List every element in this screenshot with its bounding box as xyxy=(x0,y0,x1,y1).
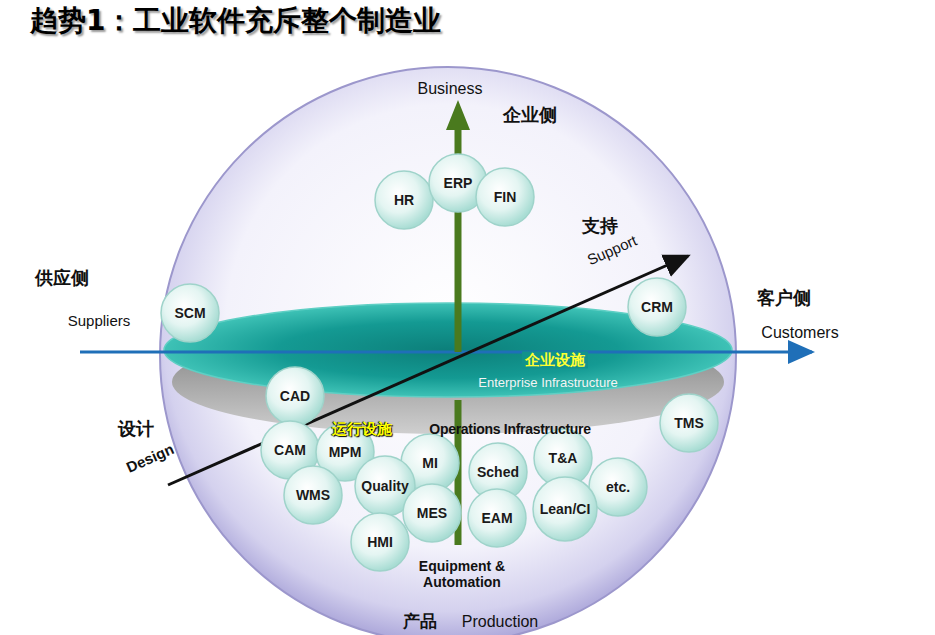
software-bubble: Lean/CI xyxy=(532,476,598,542)
production-label: Production xyxy=(462,613,539,631)
bubble-label: ERP xyxy=(444,175,473,191)
side-label: 支持 xyxy=(582,216,618,237)
software-bubble: TMS xyxy=(659,393,719,453)
software-bubble: CAD xyxy=(265,366,325,426)
production-label: 产品 xyxy=(403,612,437,632)
infrastructure-label: 运行设施 xyxy=(332,420,392,437)
bubble-label: EAM xyxy=(481,510,512,526)
side-label: 企业侧 xyxy=(503,105,557,126)
bubble-circle xyxy=(533,477,597,541)
bubble-label: FIN xyxy=(494,189,517,205)
bubble-label: WMS xyxy=(296,487,330,503)
software-bubble: EAM xyxy=(467,488,527,548)
side-label: 客户侧 xyxy=(757,288,811,309)
bubble-label: MES xyxy=(417,505,447,521)
bubble-label: TMS xyxy=(674,415,704,431)
bubble-circle xyxy=(468,489,526,547)
diagram-title: 趋势1：工业软件充斥整个制造业 xyxy=(30,2,441,40)
bubble-label: CAM xyxy=(274,442,306,458)
bubble-label: HMI xyxy=(367,534,393,550)
bubble-circle xyxy=(351,513,409,571)
software-bubble: CRM xyxy=(627,277,687,337)
disc-subtitle: Enterprise Infrastructure xyxy=(478,376,617,391)
bubble-circle xyxy=(161,284,219,342)
bubble-circle xyxy=(266,367,324,425)
business-arrowhead xyxy=(446,100,470,130)
bubble-label: etc. xyxy=(606,479,630,495)
bubble-label: Sched xyxy=(477,464,519,480)
software-bubble: MES xyxy=(402,483,462,543)
axis-label: Design xyxy=(124,440,177,476)
bubble-circle xyxy=(284,466,342,524)
supply-axis xyxy=(80,351,812,354)
axis-label: Suppliers xyxy=(68,312,131,329)
bubble-label: Quality xyxy=(361,478,408,494)
bubble-label: SCM xyxy=(174,305,205,321)
software-bubble: WMS xyxy=(283,465,343,525)
bubble-circle xyxy=(403,484,461,542)
side-label: 供应侧 xyxy=(35,268,89,289)
bubble-label: MPM xyxy=(329,444,362,460)
software-bubble: HMI xyxy=(350,512,410,572)
bubble-circle xyxy=(628,278,686,336)
bubble-circle xyxy=(375,171,433,229)
bubble-label: CAD xyxy=(280,388,310,404)
disc-title: 企业设施 xyxy=(522,351,588,368)
software-bubble: SCM xyxy=(160,283,220,343)
bubble-label: Lean/CI xyxy=(540,501,591,517)
side-label: 设计 xyxy=(118,419,154,440)
bubble-label: T&A xyxy=(549,450,578,466)
software-bubble: HR xyxy=(374,170,434,230)
axis-label: Customers xyxy=(761,324,838,342)
equipment-label: Equipment & Automation xyxy=(402,558,522,590)
software-bubble: FIN xyxy=(475,167,535,227)
axis-label: Business xyxy=(418,80,483,98)
infrastructure-label: Operations Infrastructure xyxy=(429,421,590,437)
bubble-circle xyxy=(660,394,718,452)
bubble-label: MI xyxy=(422,455,438,471)
bubble-label: HR xyxy=(394,192,414,208)
bubble-label: CRM xyxy=(641,299,673,315)
bubble-circle xyxy=(476,168,534,226)
